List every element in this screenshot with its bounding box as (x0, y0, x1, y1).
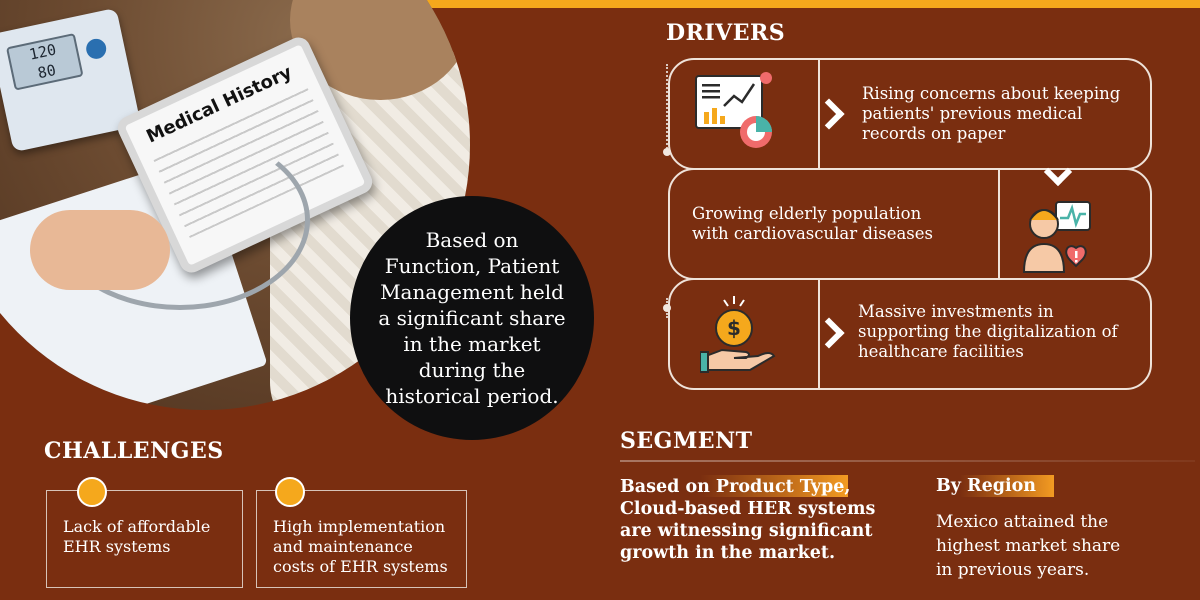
driver-divider (998, 170, 1000, 278)
driver-text-3: Massive investments in supporting the di… (858, 302, 1118, 361)
bullet-dot-icon (275, 477, 305, 507)
connector-dot (663, 148, 671, 156)
product-type-text: Cloud-based HER systems are witnessing s… (620, 499, 876, 563)
analytics-report-icon (694, 72, 784, 156)
driver-text-1: Rising concerns about keeping patients' … (862, 84, 1121, 143)
connector-dot (663, 304, 671, 312)
challenge-text-2: High implementation and maintenance cost… (273, 517, 448, 576)
highlight-bar (700, 475, 848, 497)
challenges-title: CHALLENGES (44, 438, 224, 464)
bp-tube (50, 130, 310, 310)
driver-text-2: Growing elderly population with cardiova… (692, 204, 933, 243)
top-accent-bar (0, 0, 1200, 8)
region-text: Mexico attained the highest market share… (936, 512, 1121, 580)
hand-illustration (30, 210, 170, 290)
drivers-connector (666, 64, 668, 152)
bp-button (84, 36, 109, 61)
elderly-heart-monitor-icon (1018, 196, 1098, 280)
svg-text:$: $ (727, 316, 741, 340)
callout-text: Based on Function, Patient Management he… (378, 228, 566, 408)
segment-title: SEGMENT (620, 428, 753, 454)
challenge-text-1: Lack of affordable EHR systems (63, 517, 211, 556)
product-type-heading: Based on Product Type, (620, 477, 851, 497)
driver-divider (818, 280, 820, 388)
driver-box-3 (668, 278, 1152, 390)
function-callout: Based on Function, Patient Management he… (350, 196, 594, 440)
drivers-title: DRIVERS (666, 20, 786, 46)
investment-hand-coin-icon: $ (699, 294, 780, 378)
product-type-segment: Based on Product Type, Cloud-based HER s… (620, 476, 910, 564)
driver-divider (818, 60, 820, 168)
challenge-card-1: Lack of affordable EHR systems (46, 477, 243, 588)
bullet-dot-icon (77, 477, 107, 507)
challenge-card-2: High implementation and maintenance cost… (256, 477, 467, 588)
segment-underline (620, 460, 1195, 462)
region-heading: By Region (936, 476, 1037, 496)
highlight-bar (960, 475, 1054, 497)
